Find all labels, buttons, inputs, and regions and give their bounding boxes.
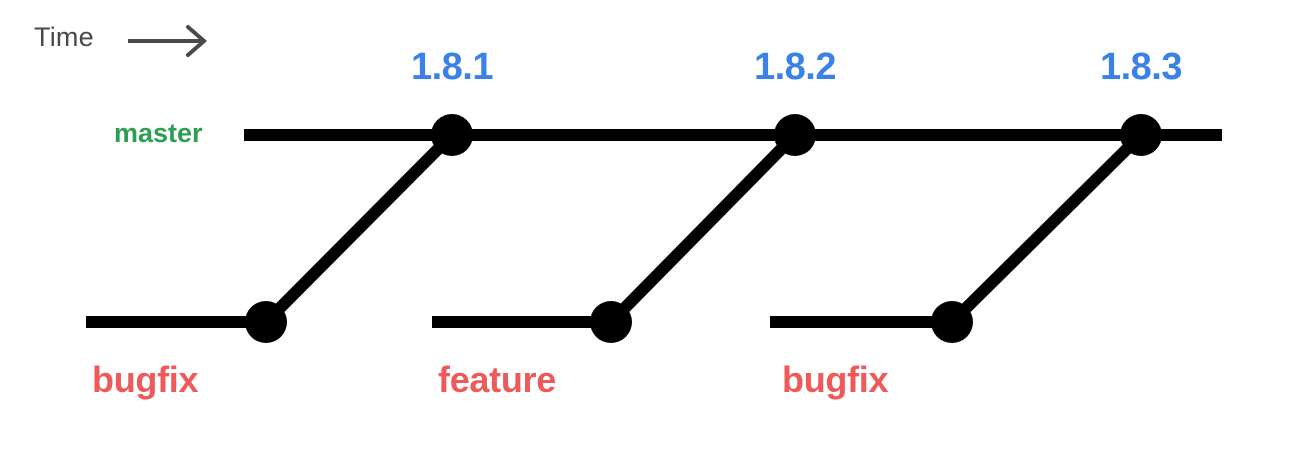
branch-tip-node-2[interactable] <box>590 301 632 343</box>
merge-connector-1 <box>261 130 457 327</box>
version-tag-1-8-2: 1.8.2 <box>753 46 837 88</box>
time-arrow-right-icon <box>128 25 208 57</box>
side-branch-label-3: bugfix <box>782 359 889 400</box>
version-tag-1-8-1: 1.8.1 <box>410 46 494 88</box>
merge-connector-2 <box>606 130 800 327</box>
branch-tip-node-3[interactable] <box>931 301 973 343</box>
master-branch-label: master <box>114 118 203 148</box>
time-axis-label: Time <box>34 22 94 52</box>
version-tag-1-8-3: 1.8.3 <box>1099 46 1183 88</box>
commit-node-1-8-2[interactable] <box>774 114 816 156</box>
commit-node-1-8-1[interactable] <box>431 114 473 156</box>
side-branch-label-1: bugfix <box>92 359 199 400</box>
side-branch-label-2: feature <box>438 359 556 400</box>
merge-connector-3 <box>947 130 1146 327</box>
branch-tip-node-1[interactable] <box>245 301 287 343</box>
commit-node-1-8-3[interactable] <box>1120 114 1162 156</box>
